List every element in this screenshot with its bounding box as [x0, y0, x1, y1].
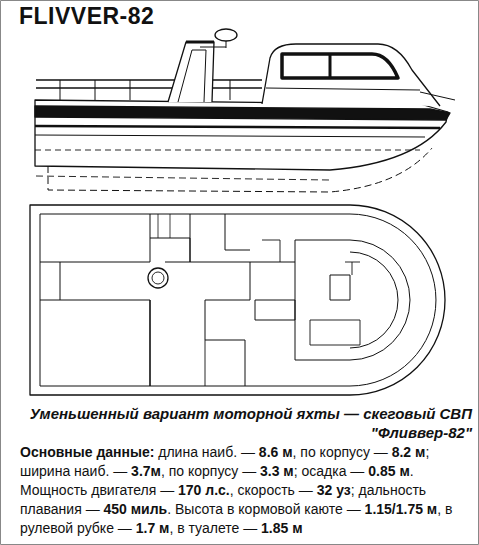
spec-value: Основные данные: [20, 444, 158, 460]
spec-value: 8.2 м [392, 444, 426, 460]
spec-value: 170 л.с. [178, 482, 230, 498]
spec-value: 8.6 м [259, 444, 293, 460]
spec-value: 1.85 м [261, 520, 303, 536]
spec-value: 1.7 м [136, 520, 170, 536]
spec-value: 450 миль [104, 501, 168, 517]
spec-text: , скорость — [230, 482, 317, 498]
spec-text: , в туалете — [169, 520, 261, 536]
spec-text: ; осадка — [294, 463, 369, 479]
spec-text: длина наиб. — [158, 444, 259, 460]
spec-value: 0.85 м [368, 463, 410, 479]
spec-text: , по корпусу — [161, 463, 260, 479]
spec-value: 32 уз [317, 482, 351, 498]
spec-value: 3.3 м [260, 463, 294, 479]
side-view [35, 29, 455, 192]
spec-text: . Высота в кормовой каюте — [167, 501, 364, 517]
spec-paragraph: Основные данные: длина наиб. — 8.6 м, по… [20, 443, 474, 538]
spec-text: , по корпусу — [293, 444, 392, 460]
title: FLIVVER-82 [16, 3, 157, 30]
caption: Уменьшенный вариант моторной яхты — скег… [20, 404, 472, 442]
plan-view [30, 205, 445, 395]
spec-value: 3.7м [131, 463, 161, 479]
spec-value: 1.15/1.75 м [365, 501, 438, 517]
